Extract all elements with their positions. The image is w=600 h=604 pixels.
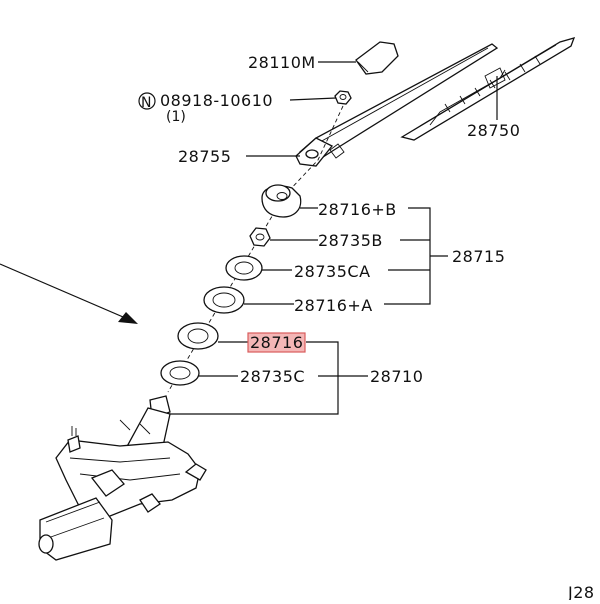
wiper-arm xyxy=(295,43,499,167)
label-28735B: 28735B xyxy=(318,231,383,250)
label-28716B: 28716+B xyxy=(318,200,397,219)
part-28716 xyxy=(177,322,219,350)
hex-nut xyxy=(334,90,352,105)
direction-arrow xyxy=(0,263,138,324)
label-28716: 28716 xyxy=(250,333,303,352)
part-28716A xyxy=(203,286,245,314)
label-28735CA: 28735CA xyxy=(294,262,371,281)
highlight-box xyxy=(247,332,306,353)
part-labels: 28110M N 08918-10610 (1) 28755 28750 287… xyxy=(138,53,595,602)
leader-lines xyxy=(170,61,498,415)
n-circle-icon xyxy=(138,92,156,110)
assembly-axis xyxy=(167,105,344,393)
part-28735CA xyxy=(225,255,263,281)
label-28715: 28715 xyxy=(452,247,505,266)
label-quantity: (1) xyxy=(166,109,186,125)
wiper-blade xyxy=(400,37,576,141)
arm-cap xyxy=(355,41,399,75)
wiper-motor-assembly xyxy=(38,395,207,561)
part-28735B xyxy=(249,227,271,247)
part-28735C xyxy=(160,360,200,386)
label-08918-10610: 08918-10610 xyxy=(160,91,273,110)
label-28110M: 28110M xyxy=(248,53,316,72)
label-28755: 28755 xyxy=(178,147,231,166)
part-28716B xyxy=(261,184,302,218)
label-28716A: 28716+A xyxy=(294,296,373,315)
label-28710: 28710 xyxy=(370,367,423,386)
label-28735C: 28735C xyxy=(240,367,305,386)
label-circle-n: N xyxy=(141,95,151,111)
diagram-code: J28 xyxy=(567,583,595,600)
label-28750: 28750 xyxy=(467,121,520,140)
